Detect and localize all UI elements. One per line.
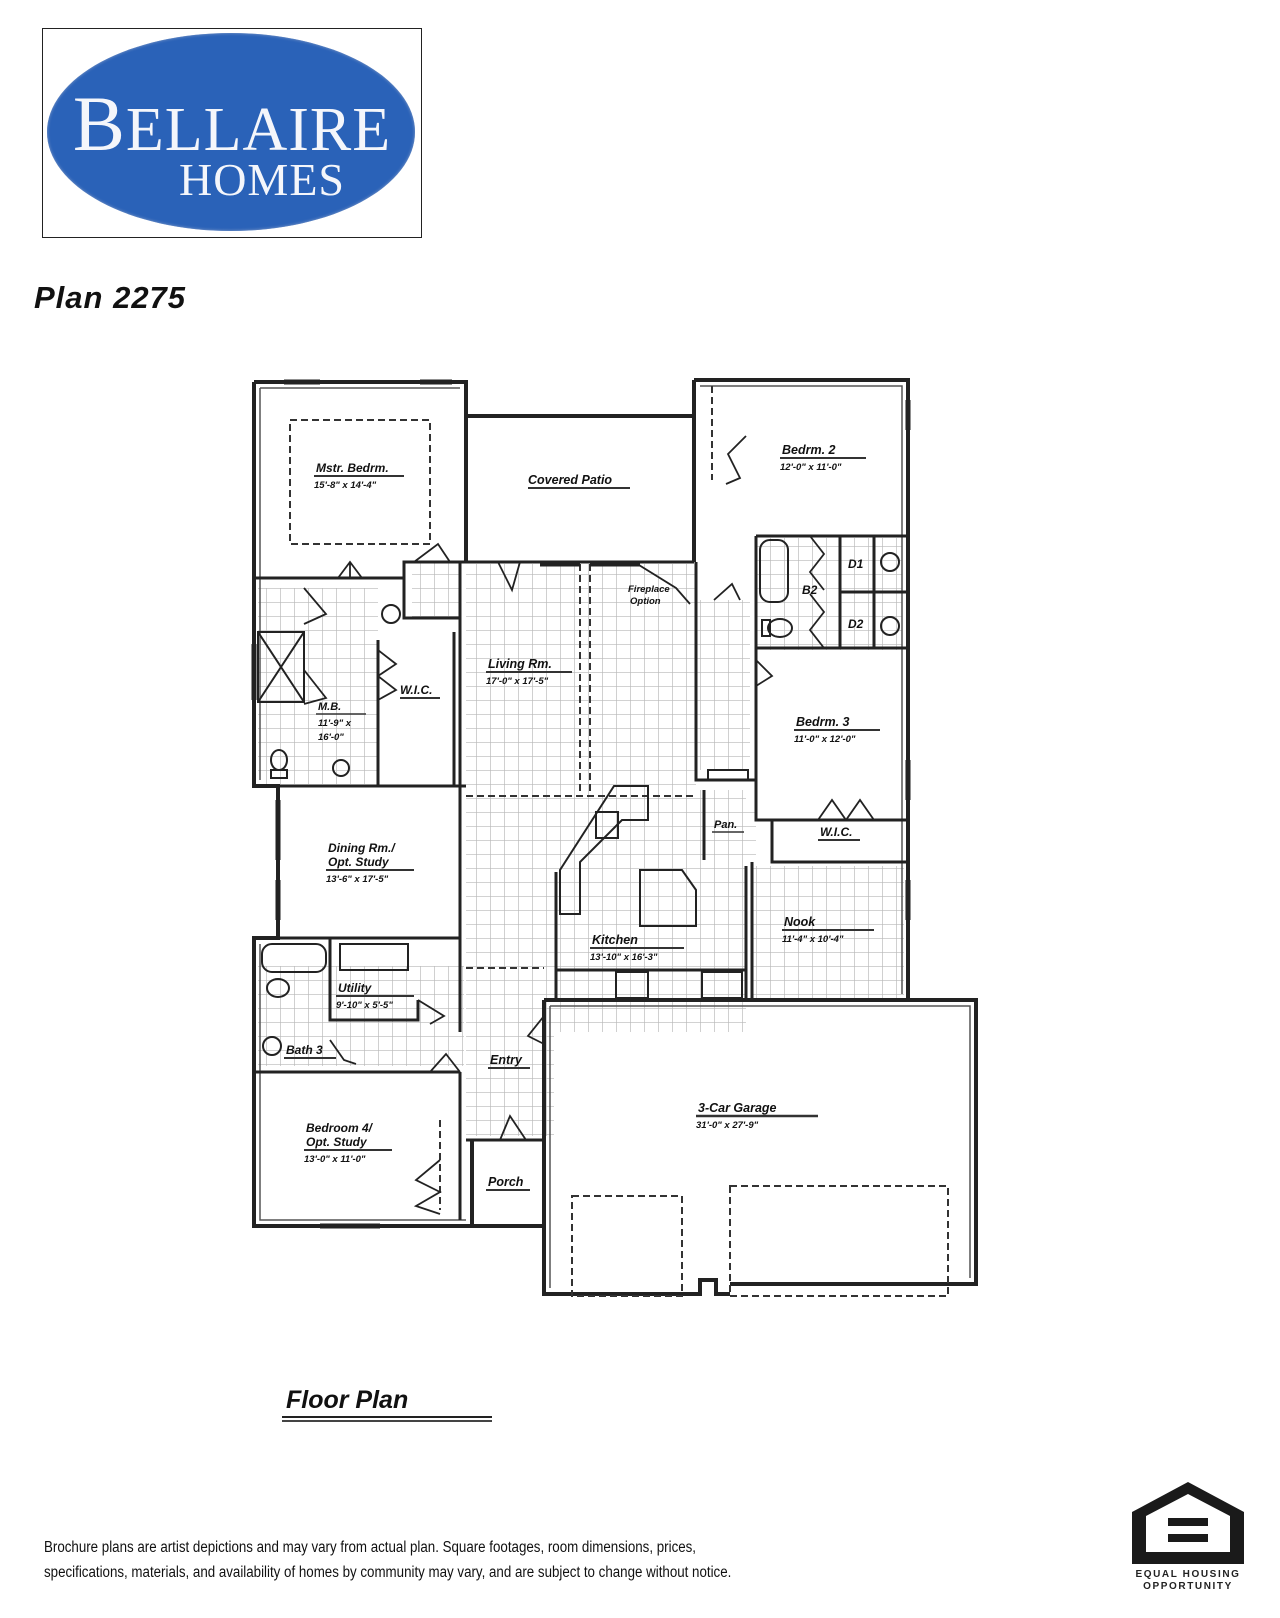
label-utility: Utility <box>338 981 373 995</box>
label-master-bath: M.B. <box>318 701 341 713</box>
dims-nook: 11'-4" x 10'-4" <box>782 934 844 945</box>
dims-living-room: 17'-0" x 17'-5" <box>486 676 549 687</box>
label-porch: Porch <box>488 1175 524 1189</box>
label-covered-patio: Covered Patio <box>528 473 612 487</box>
plan-title: Plan 2275 <box>34 280 187 315</box>
label-nook: Nook <box>784 915 816 929</box>
logo-oval <box>47 33 415 231</box>
label-dining-room-2: Opt. Study <box>328 855 390 869</box>
dashed-outlines <box>289 386 949 1297</box>
label-fireplace-option-2: Option <box>630 596 661 607</box>
caption-underline-2 <box>282 1420 492 1422</box>
label-garage: 3-Car Garage <box>698 1101 777 1115</box>
dims-kitchen: 13'-10" x 16'-3" <box>590 952 658 963</box>
interior-walls <box>254 534 908 1220</box>
exterior-walls-inner <box>259 385 971 1288</box>
label-entry: Entry <box>490 1053 523 1067</box>
windows <box>251 379 911 1229</box>
disclaimer: Brochure plans are artist depictions and… <box>44 1535 732 1585</box>
label-master-wic: W.I.C. <box>400 683 432 697</box>
dims-dining-room: 13'-6" x 17'-5" <box>326 874 389 885</box>
logo-brand-subtitle: HOMES <box>178 154 346 205</box>
floor-plan-caption: Floor Plan <box>286 1386 409 1414</box>
door-swings <box>303 435 875 1215</box>
eho-line-2: OPPORTUNITY <box>1143 1581 1233 1592</box>
label-bedroom-3-wic: W.I.C. <box>820 825 852 839</box>
disclaimer-line-2: specifications, materials, and availabil… <box>44 1564 732 1581</box>
room-labels: Mstr. Bedrm. 15'-8" x 14'-4" Covered Pat… <box>284 443 880 1191</box>
house-equal-icon <box>1132 1482 1244 1564</box>
dims-master-bath-2: 16'-0" <box>318 732 344 743</box>
label-bedroom-3: Bedrm. 3 <box>796 715 850 729</box>
dims-utility: 9'-10" x 5'-5" <box>336 1000 393 1011</box>
label-bath-3: Bath 3 <box>286 1043 323 1057</box>
label-d2: D2 <box>848 617 864 631</box>
bath-2-fixtures <box>759 539 900 638</box>
caption-underline <box>282 1416 492 1418</box>
dims-bedroom-2: 12'-0" x 11'-0" <box>780 462 842 473</box>
master-bath-fixtures <box>257 604 401 779</box>
label-bedroom-2: Bedrm. 2 <box>782 443 836 457</box>
disclaimer-line-1: Brochure plans are artist depictions and… <box>44 1539 697 1556</box>
dims-garage: 31'-0" x 27'-9" <box>696 1120 759 1131</box>
label-dining-room: Dining Rm./ <box>328 841 396 855</box>
dims-master-bath-1: 11'-9" x <box>318 718 352 729</box>
label-d1: D1 <box>848 557 864 571</box>
label-bedroom-4-2: Opt. Study <box>306 1135 368 1149</box>
label-pantry: Pan. <box>714 819 737 831</box>
label-b2: B2 <box>802 583 818 597</box>
bath-3-fixtures <box>261 943 409 1056</box>
dims-master-bedroom: 15'-8" x 14'-4" <box>314 480 377 491</box>
eho-line-1: EQUAL HOUSING <box>1135 1569 1241 1580</box>
label-kitchen: Kitchen <box>592 933 638 947</box>
label-master-bedroom: Mstr. Bedrm. <box>316 461 389 475</box>
dims-bedroom-3: 11'-0" x 12'-0" <box>794 734 856 745</box>
equal-housing-logo: EQUAL HOUSING OPPORTUNITY <box>1128 1478 1248 1593</box>
logo-brand-initial: B <box>72 80 126 167</box>
tiled-floor-areas <box>258 538 904 1136</box>
label-fireplace-option: Fireplace <box>628 584 670 595</box>
bellaire-homes-logo: BELLAIRE HOMES <box>42 28 422 238</box>
kitchen-fixtures <box>559 769 749 999</box>
label-living-room: Living Rm. <box>488 657 552 671</box>
logo-brand-name: BELLAIRE <box>43 85 421 163</box>
label-bedroom-4: Bedroom 4/ <box>306 1121 374 1135</box>
dims-bedroom-4: 13'-0" x 11'-0" <box>304 1154 366 1165</box>
logo-brand-rest: ELLAIRE <box>125 96 392 164</box>
